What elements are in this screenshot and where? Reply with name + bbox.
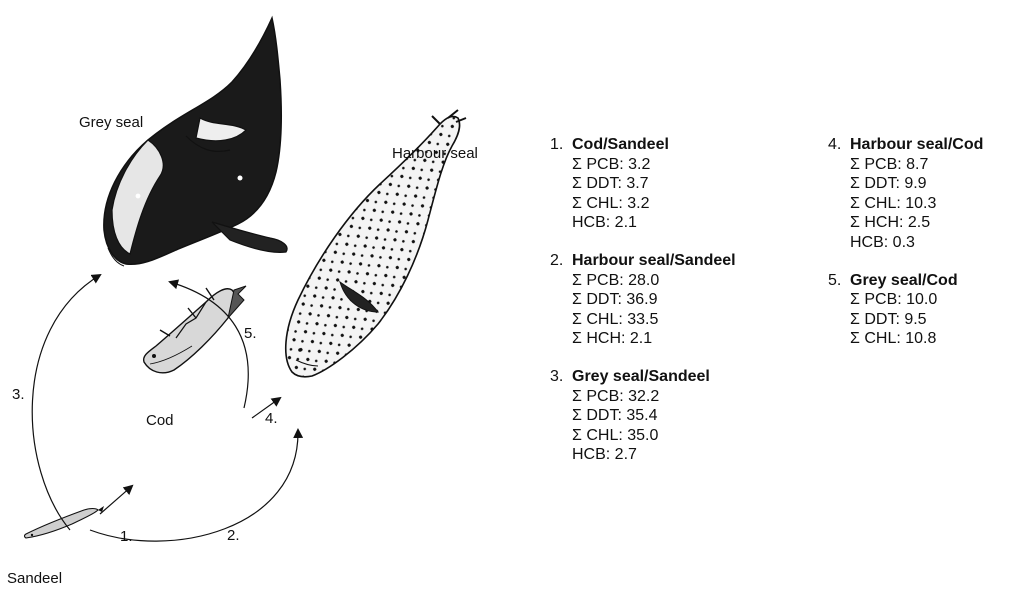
relation-number: 5.: [828, 271, 850, 291]
relations-column-2: 4.Harbour seal/Cod Σ PCB: 8.7 Σ DDT: 9.9…: [828, 135, 983, 367]
relation-value: Σ CHL: 10.8: [828, 329, 983, 349]
relation-value: Σ PCB: 3.2: [550, 155, 736, 175]
relation-value: Σ HCH: 2.5: [828, 213, 983, 233]
relation-value: Σ PCB: 10.0: [828, 290, 983, 310]
arrow-label-3: 3.: [12, 386, 25, 403]
relation-number: 2.: [550, 251, 572, 271]
relation-entry: 2.Harbour seal/Sandeel Σ PCB: 28.0 Σ DDT…: [550, 251, 736, 349]
relation-value: Σ PCB: 28.0: [550, 271, 736, 291]
relation-number: 4.: [828, 135, 850, 155]
arrow-label-5: 5.: [244, 325, 257, 342]
relation-value: HCB: 2.7: [550, 445, 736, 465]
arrow-3: [32, 275, 100, 530]
arrow-1: [100, 486, 132, 514]
relation-title: Grey seal/Cod: [850, 272, 958, 289]
relation-value: Σ PCB: 8.7: [828, 155, 983, 175]
relation-value: Σ CHL: 3.2: [550, 194, 736, 214]
relation-number: 3.: [550, 367, 572, 387]
relation-title: Harbour seal/Cod: [850, 136, 983, 153]
relation-value: Σ HCH: 2.1: [550, 329, 736, 349]
harbour-seal-label: Harbour seal: [392, 145, 478, 162]
relation-value: HCB: 0.3: [828, 233, 983, 253]
relation-value: Σ CHL: 33.5: [550, 310, 736, 330]
cod-label: Cod: [146, 412, 174, 429]
arrow-2: [90, 430, 298, 541]
relations-column-1: 1.Cod/Sandeel Σ PCB: 3.2 Σ DDT: 3.7 Σ CH…: [550, 135, 736, 483]
grey-seal-label: Grey seal: [79, 114, 143, 131]
relation-value: Σ DDT: 36.9: [550, 290, 736, 310]
relation-entry: 5.Grey seal/Cod Σ PCB: 10.0 Σ DDT: 9.5 Σ…: [828, 271, 983, 349]
arrow-label-2: 2.: [227, 527, 240, 544]
relation-title: Cod/Sandeel: [572, 136, 669, 153]
relation-value: Σ DDT: 35.4: [550, 406, 736, 426]
relation-entry: 4.Harbour seal/Cod Σ PCB: 8.7 Σ DDT: 9.9…: [828, 135, 983, 253]
relation-title: Harbour seal/Sandeel: [572, 252, 736, 269]
cod-drawing: [144, 286, 246, 373]
relation-entry: 1.Cod/Sandeel Σ PCB: 3.2 Σ DDT: 3.7 Σ CH…: [550, 135, 736, 233]
relation-value: Σ DDT: 9.5: [828, 310, 983, 330]
relation-value: Σ DDT: 9.9: [828, 174, 983, 194]
relation-title: Grey seal/Sandeel: [572, 368, 710, 385]
arrow-label-1: 1.: [120, 528, 133, 545]
relation-entry: 3.Grey seal/Sandeel Σ PCB: 32.2 Σ DDT: 3…: [550, 367, 736, 465]
relation-value: Σ CHL: 35.0: [550, 426, 736, 446]
sandeel-label: Sandeel: [7, 570, 62, 587]
relation-value: Σ CHL: 10.3: [828, 194, 983, 214]
relation-value: Σ DDT: 3.7: [550, 174, 736, 194]
arrow-label-4: 4.: [265, 410, 278, 427]
relation-value: HCB: 2.1: [550, 213, 736, 233]
grey-seal-drawing: [104, 18, 287, 266]
relation-number: 1.: [550, 135, 572, 155]
relation-value: Σ PCB: 32.2: [550, 387, 736, 407]
